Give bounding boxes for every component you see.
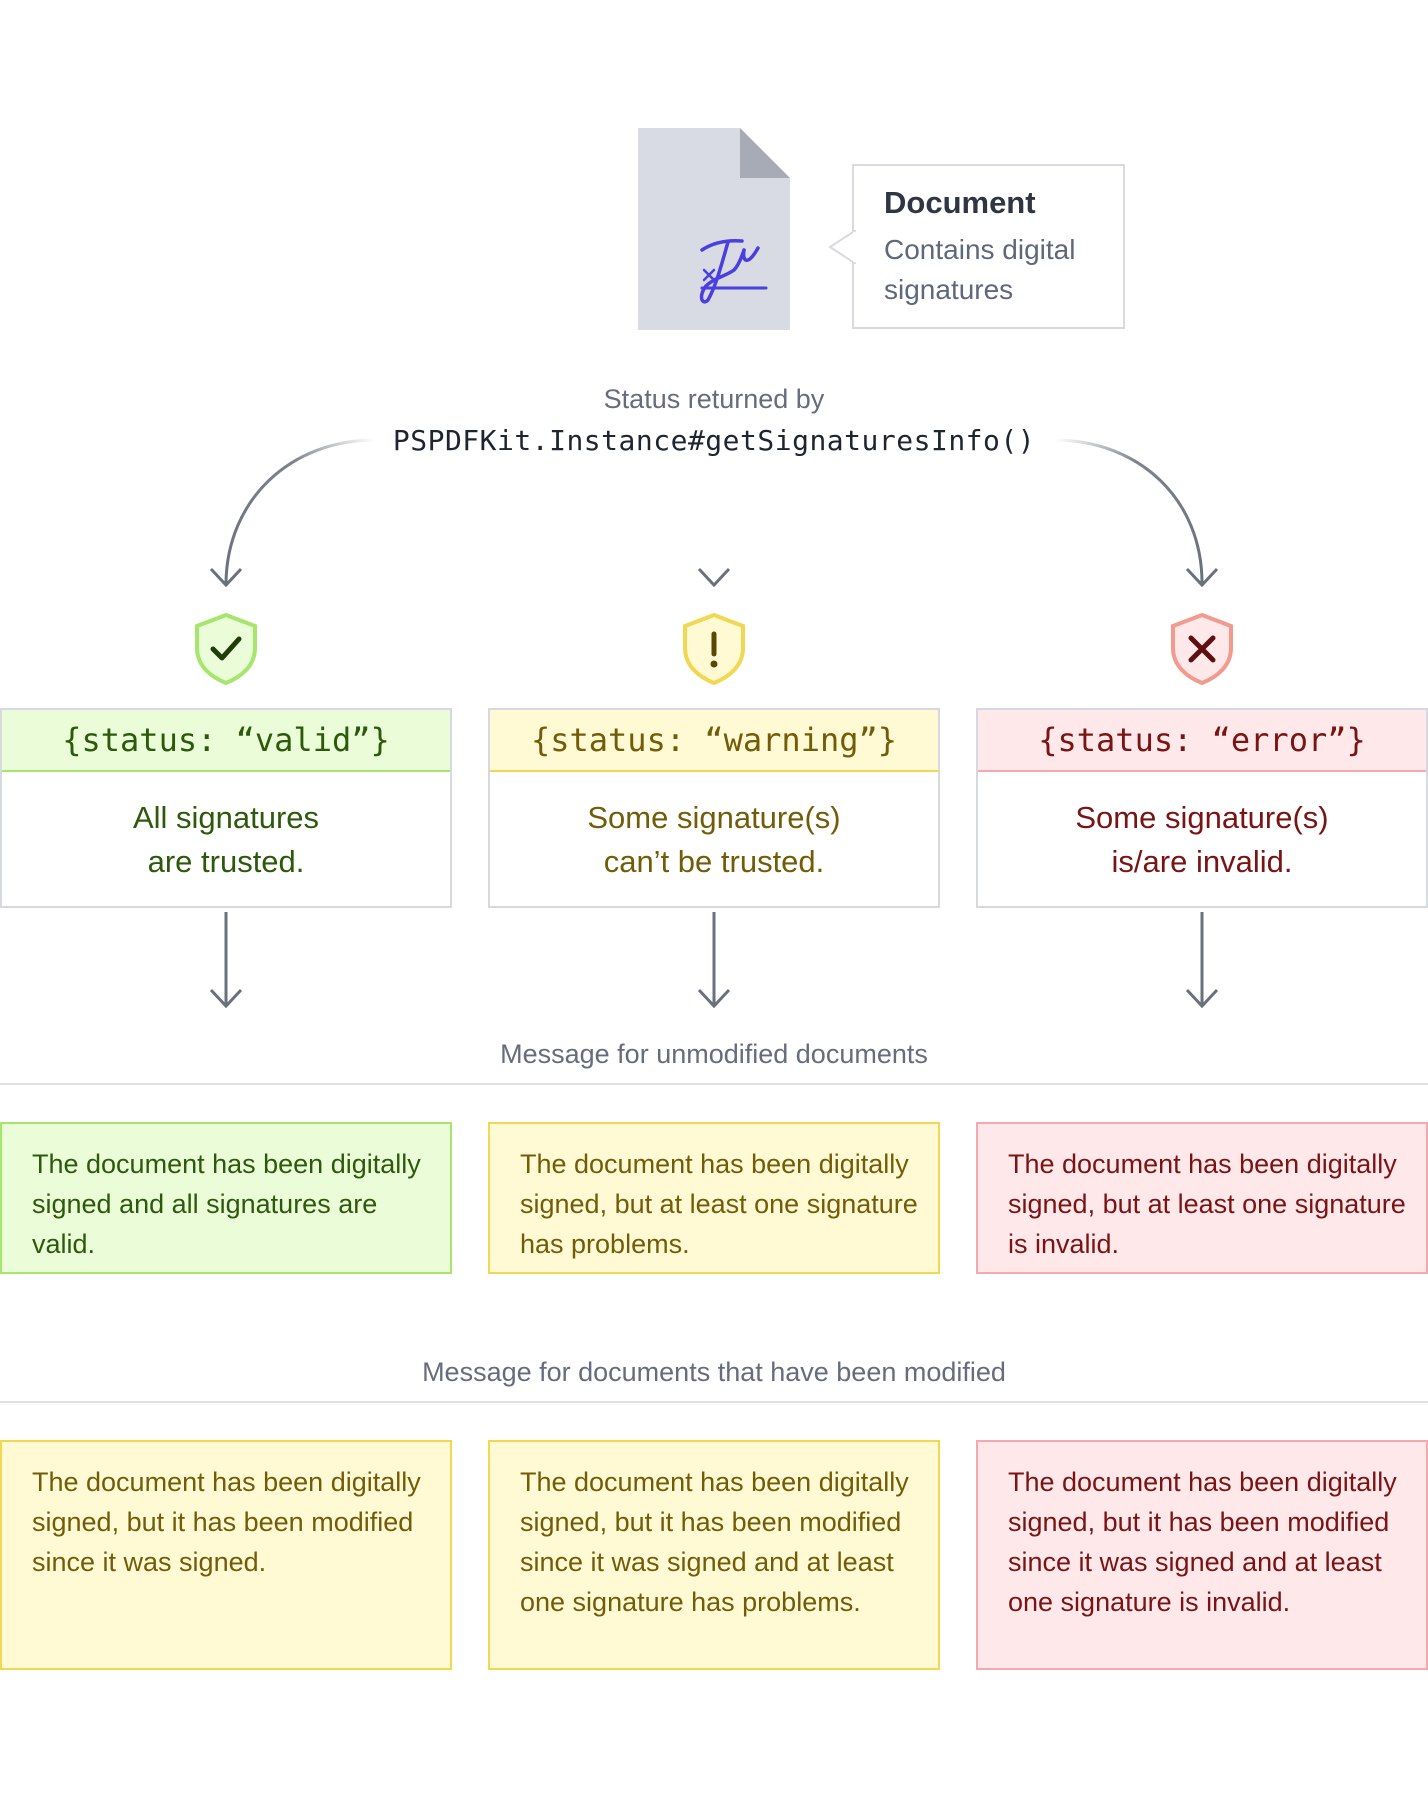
status-description-warning: Some signature(s)can’t be trusted. (587, 800, 841, 879)
unmodified-section-title: Message for unmodified documents (500, 1039, 928, 1069)
status-description-error: Some signature(s)is/are invalid. (1075, 800, 1329, 879)
checkmark-shield-icon (195, 612, 257, 686)
arrow-error-down (1185, 912, 1219, 1009)
modified-message-error: The document has been digitally signed, … (976, 1440, 1428, 1670)
status-card-warning: {status: “warning”} Some signature(s)can… (488, 708, 940, 908)
signed-document-icon (638, 128, 790, 330)
callout-pointer (828, 230, 856, 264)
document-callout (852, 164, 1125, 329)
document-subtitle: Contains digital signatures (884, 234, 1076, 305)
section-divider (0, 1083, 1428, 1085)
unmodified-message-error: The document has been digitally signed, … (976, 1122, 1428, 1274)
arrow-warning-down (697, 912, 731, 1009)
document-title: Document (884, 185, 1036, 220)
modified-message-valid: The document has been digitally signed, … (0, 1440, 452, 1670)
unmodified-message-valid: The document has been digitally signed a… (0, 1122, 452, 1274)
x-shield-icon (1171, 612, 1233, 686)
unmodified-message-warning: The document has been digitally signed, … (488, 1122, 940, 1274)
status-card-error: {status: “error”} Some signature(s)is/ar… (976, 708, 1428, 908)
arrow-to-valid (224, 438, 376, 584)
status-code-warning: {status: “warning”} (490, 710, 938, 772)
modified-section-title: Message for documents that have been mod… (422, 1357, 1006, 1387)
arrow-to-error (1053, 438, 1204, 584)
status-api-call: PSPDFKit.Instance#getSignaturesInfo() (392, 424, 1036, 457)
arrow-valid-down (209, 912, 243, 1009)
status-code-error: {status: “error”} (978, 710, 1426, 772)
status-code-valid: {status: “valid”} (2, 710, 450, 772)
section-divider (0, 1401, 1428, 1403)
exclamation-shield-icon (683, 612, 745, 686)
modified-message-warning: The document has been digitally signed, … (488, 1440, 940, 1670)
status-caption: Status returned by (603, 384, 825, 414)
